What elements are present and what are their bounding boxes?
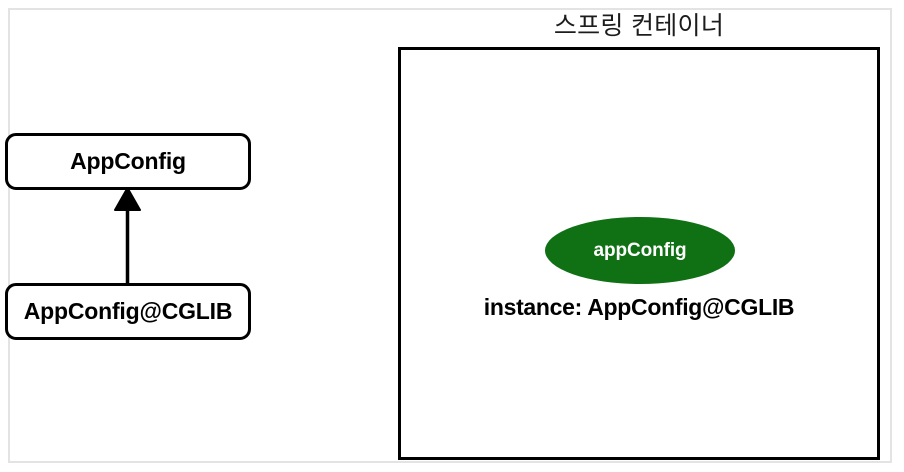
class-box-appconfig[interactable]: AppConfig [5,133,251,190]
class-box-appconfig-cglib[interactable]: AppConfig@CGLIB [5,283,251,340]
inheritance-arrow-icon [114,187,141,286]
class-box-appconfig-label: AppConfig [70,148,186,174]
class-box-appconfig-cglib-label: AppConfig@CGLIB [23,298,233,324]
bean-node-label: appConfig [593,239,687,261]
spring-container-title: 스프링 컨테이너 [553,12,725,40]
bean-node-appconfig[interactable]: appConfig [545,217,735,284]
bean-instance-label: instance: AppConfig@CGLIB [483,294,795,320]
inheritance-arrow-head [114,187,141,211]
